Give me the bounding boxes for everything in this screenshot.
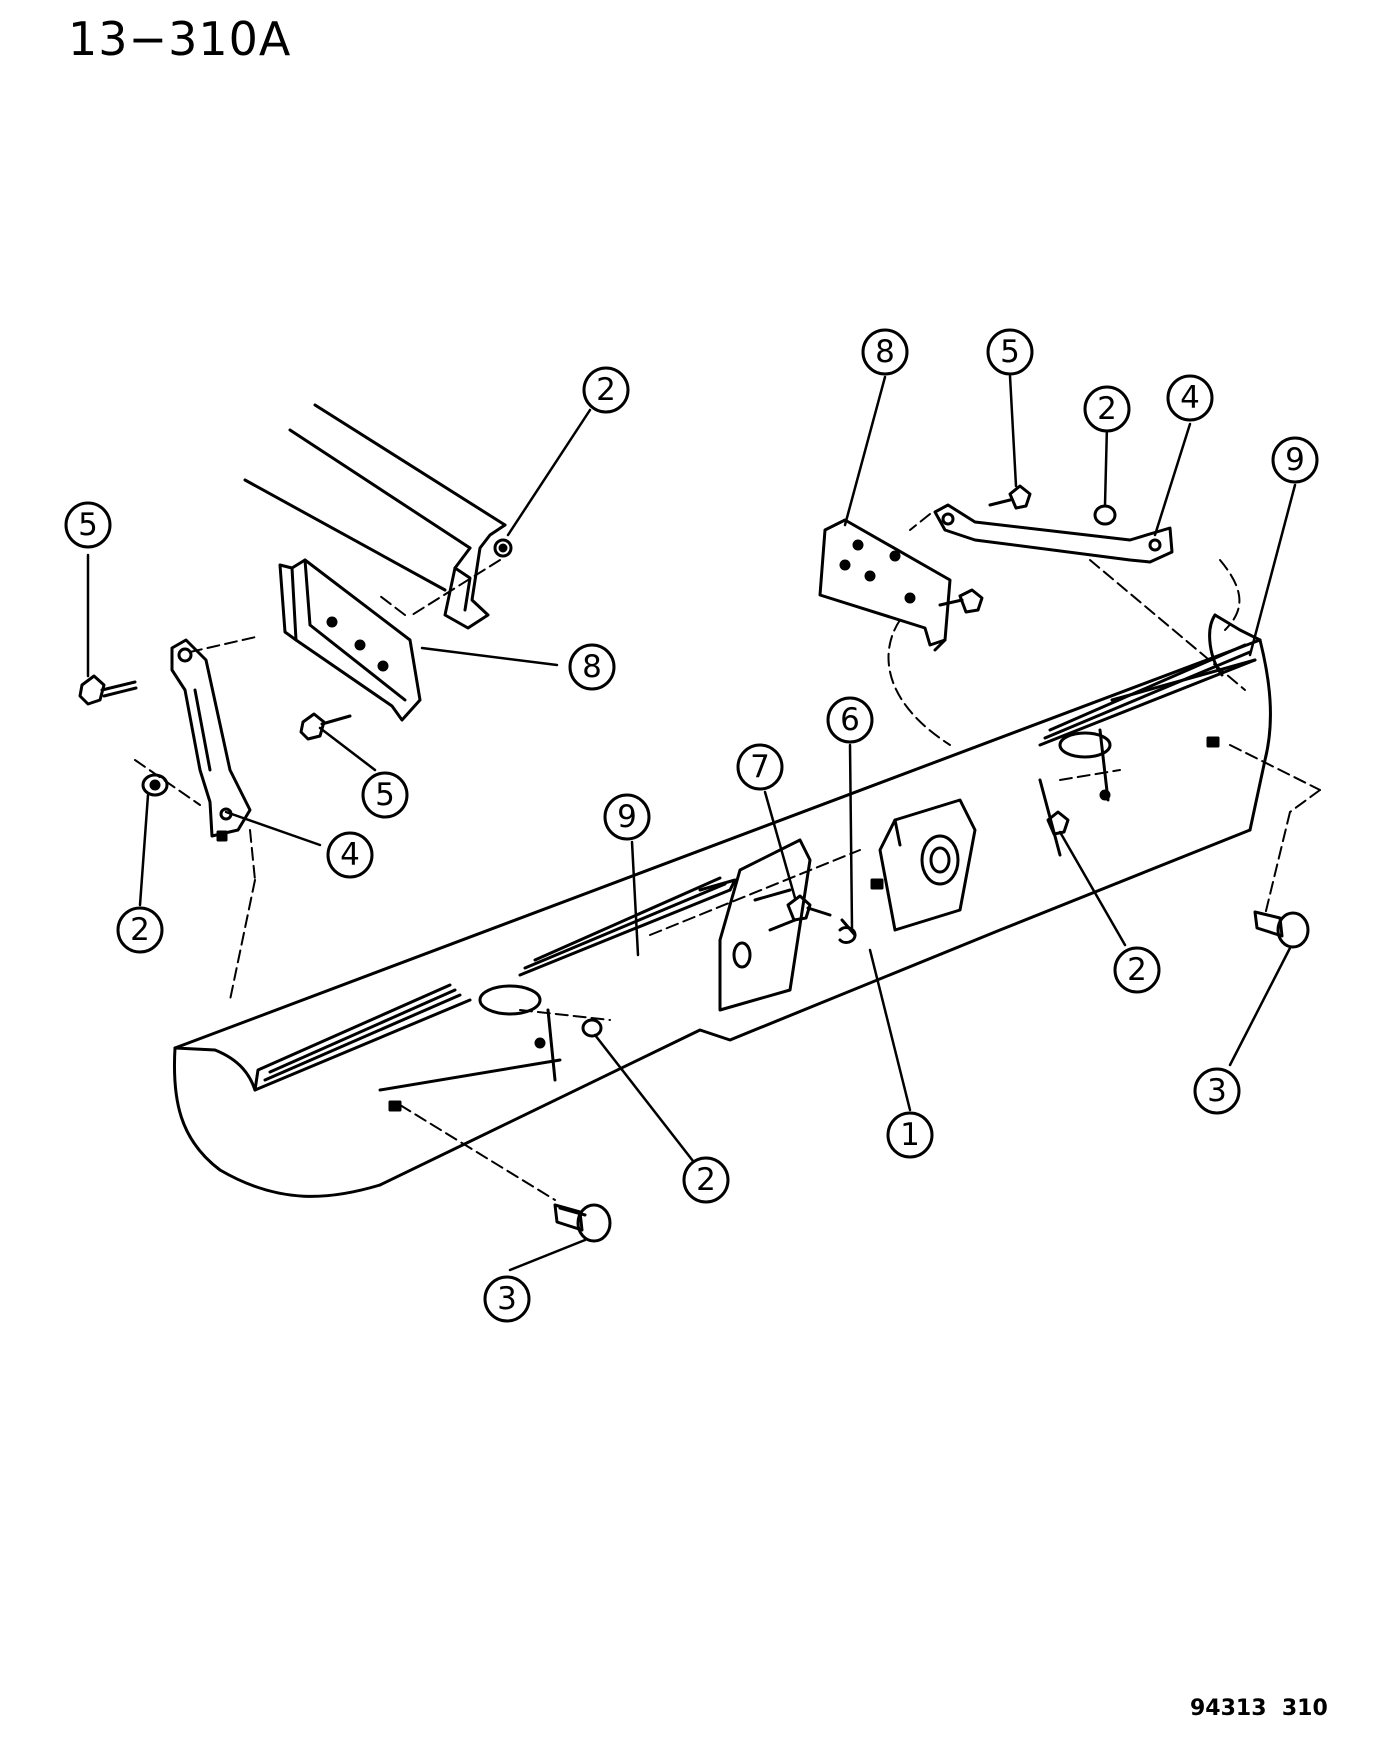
callout-label: 3 xyxy=(497,1281,517,1317)
carriage-bolt-bottom xyxy=(553,1203,612,1243)
callout-8: 8 xyxy=(861,328,909,376)
clip-6 xyxy=(838,918,857,944)
callout-label: 7 xyxy=(750,749,770,785)
frame-rail xyxy=(243,403,513,630)
bolt-left xyxy=(78,674,138,706)
callout-5: 5 xyxy=(986,328,1034,376)
bumper-brace-left xyxy=(170,638,252,838)
callout-5: 5 xyxy=(64,501,112,549)
callout-label: 9 xyxy=(1285,442,1305,478)
callout-label: 2 xyxy=(1097,391,1117,427)
nut-center-right xyxy=(1046,810,1070,836)
callout-2: 2 xyxy=(116,906,164,954)
callout-label: 5 xyxy=(78,507,98,543)
callout-4: 4 xyxy=(1166,374,1214,422)
callout-7: 7 xyxy=(736,743,784,791)
callout-label: 3 xyxy=(1207,1073,1227,1109)
callout-group: 2 5 8 5 4 2 9 7 6 1 2 3 8 5 2 4 9 2 3 xyxy=(64,328,1319,1323)
bumper-brace-right xyxy=(933,503,1174,564)
bolt-right-top xyxy=(988,484,1032,510)
callout-label: 1 xyxy=(900,1117,920,1153)
callout-6: 6 xyxy=(826,696,874,744)
nut-left xyxy=(141,773,169,797)
callout-label: 8 xyxy=(582,649,602,685)
bolt-mid-left xyxy=(299,712,352,741)
page-code: 13−310A xyxy=(68,12,292,66)
callout-label: 8 xyxy=(875,334,895,370)
frame-bracket-right xyxy=(818,518,952,652)
callout-1: 1 xyxy=(886,1111,934,1159)
callout-label: 4 xyxy=(340,837,360,873)
carriage-bolt-right xyxy=(1253,910,1310,949)
callout-2: 2 xyxy=(1083,385,1131,433)
callout-3: 3 xyxy=(483,1275,531,1323)
nut-center-left xyxy=(581,1018,603,1038)
callout-label: 2 xyxy=(1127,952,1147,988)
callout-5: 5 xyxy=(361,771,409,819)
callout-label: 6 xyxy=(840,702,860,738)
callout-2: 2 xyxy=(1113,946,1161,994)
bolt-7 xyxy=(786,894,832,922)
bolt-right-lower xyxy=(938,588,984,614)
callout-9: 9 xyxy=(603,793,651,841)
callout-label: 2 xyxy=(596,372,616,408)
callout-2: 2 xyxy=(582,366,630,414)
alignment-lines xyxy=(134,513,1321,1201)
leader-lines xyxy=(86,374,1297,1272)
callout-label: 4 xyxy=(1180,380,1200,416)
callout-9: 9 xyxy=(1271,436,1319,484)
callout-4: 4 xyxy=(326,831,374,879)
callout-2: 2 xyxy=(682,1156,730,1204)
callout-label: 9 xyxy=(617,799,637,835)
callout-label: 5 xyxy=(1000,334,1020,370)
drawing-number: 94313 310 xyxy=(1190,1696,1328,1721)
callout-8: 8 xyxy=(568,643,616,691)
callout-label: 5 xyxy=(375,777,395,813)
frame-bracket-left xyxy=(278,558,422,722)
nut-right-top xyxy=(1093,504,1117,526)
callout-label: 2 xyxy=(130,912,150,948)
rear-bumper xyxy=(172,613,1272,1198)
callout-3: 3 xyxy=(1193,1067,1241,1115)
callout-label: 2 xyxy=(696,1162,716,1198)
